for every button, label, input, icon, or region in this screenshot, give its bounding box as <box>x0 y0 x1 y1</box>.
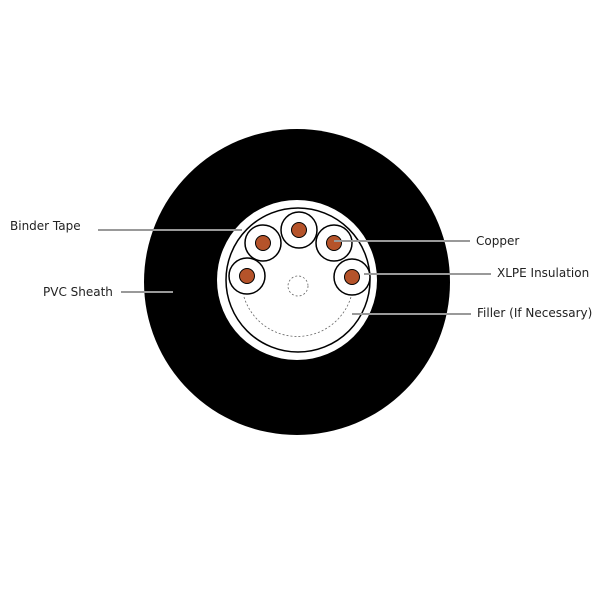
core <box>228 257 266 295</box>
core <box>315 224 353 262</box>
label-xlpe-insulation: XLPE Insulation <box>497 266 590 280</box>
label-binder-tape: Binder Tape <box>10 219 81 233</box>
center-filler-dashed <box>287 275 309 297</box>
label-filler: Filler (If Necessary) <box>477 306 593 320</box>
core <box>333 258 371 296</box>
label-pvc-sheath: PVC Sheath <box>43 285 113 299</box>
core <box>280 211 318 249</box>
core <box>244 224 282 262</box>
cores <box>228 211 371 296</box>
label-copper: Copper <box>476 234 520 248</box>
